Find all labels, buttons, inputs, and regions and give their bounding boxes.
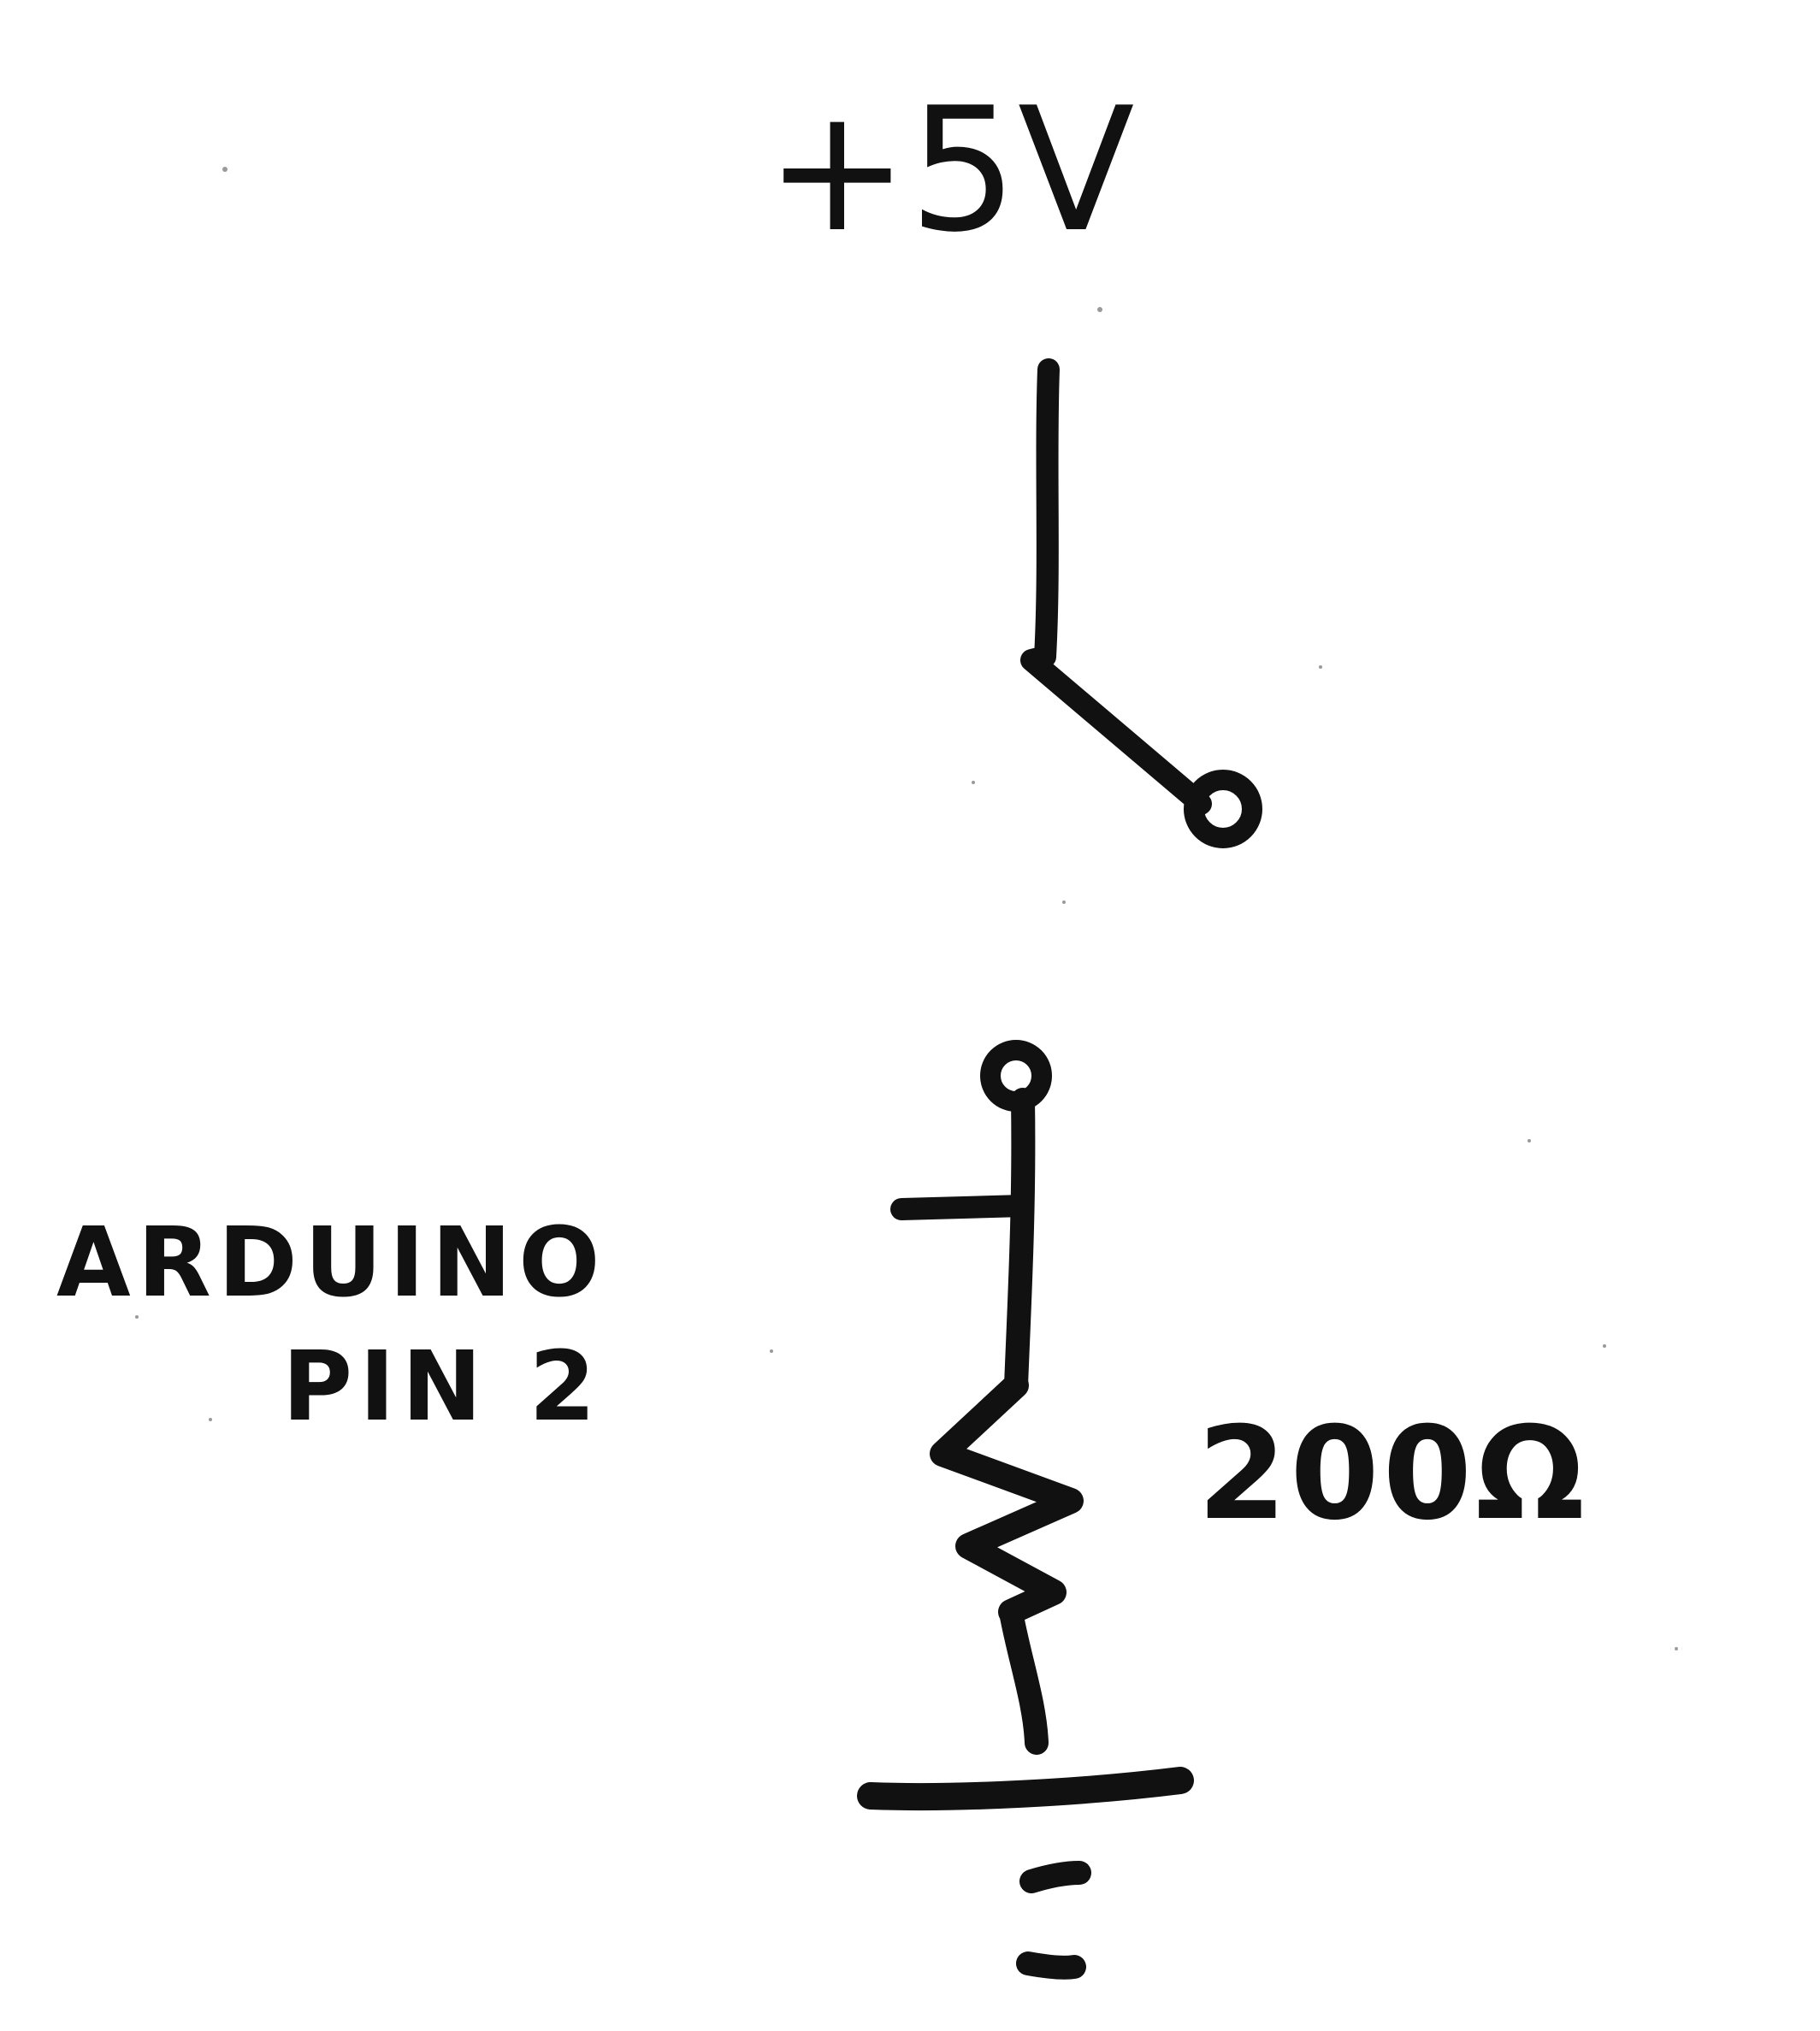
- paper-specks: [135, 167, 1678, 1650]
- arduino-label: ARDUINO: [56, 1207, 606, 1319]
- wire-segment-lower: [999, 1600, 1049, 1755]
- wire-segment: [1004, 1088, 1036, 1397]
- resistor-label: 200Ω: [1197, 1400, 1588, 1549]
- switch-icon: [1020, 358, 1262, 848]
- resistor-icon: [930, 1373, 1084, 1625]
- supply-label: +5V: [765, 71, 1135, 270]
- pin-tap-wire: [890, 1195, 1034, 1220]
- ground-icon: [857, 1767, 1194, 1980]
- pin-label: PIN 2: [282, 1331, 602, 1443]
